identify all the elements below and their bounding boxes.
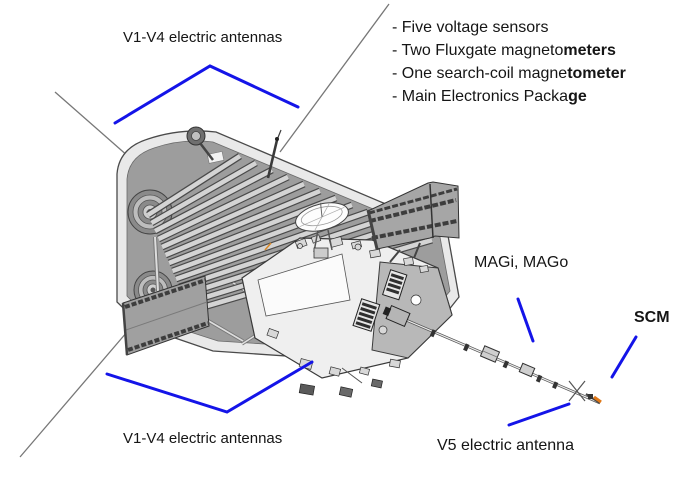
pointer-v5 (507, 402, 571, 427)
v5-antenna-cross (568, 380, 586, 402)
instrument-list-item: - One search-coil magnetometer (392, 65, 626, 82)
scm-sensor-tip (585, 393, 602, 404)
pointer-mag (516, 297, 535, 343)
pointer-v1v4-bottom (105, 360, 314, 414)
high-gain-antenna-dish (295, 202, 349, 259)
label-v1v4-bottom: V1-V4 electric antennas (123, 430, 283, 447)
bus-side-panel (257, 253, 351, 317)
label-scm: SCM (634, 309, 670, 326)
pointer-lines (105, 64, 638, 427)
shield-top-roller (186, 126, 214, 161)
mag-sensor-inboard (479, 345, 501, 363)
pointer-v1v4-top (113, 64, 300, 125)
louver-vent (382, 269, 408, 301)
mag-sensor-outboard (518, 362, 536, 378)
label-v5: V5 electric antenna (437, 437, 574, 454)
pointer-scm (610, 335, 638, 379)
instrument-list-item: - Two Fluxgate magnetometers (392, 42, 616, 59)
instrument-list-item: - Five voltage sensors (392, 19, 549, 36)
antenna-mast (266, 129, 282, 179)
bus-stub-line (341, 367, 363, 384)
whip-antenna-top-right (279, 3, 390, 153)
instrument-list-item: - Main Electronics Package (392, 88, 587, 105)
label-v1v4-top: V1-V4 electric antennas (123, 29, 283, 46)
bus-underside-hardware (298, 378, 383, 398)
instrument-list: - Five voltage sensors - Two Fluxgate ma… (392, 16, 626, 108)
solar-array-left (121, 275, 210, 356)
shield-patch (206, 151, 225, 164)
label-mag: MAGi, MAGo (474, 254, 569, 271)
orange-detail (264, 242, 272, 251)
solar-array-right (366, 181, 460, 263)
magnetometer-boom (382, 304, 602, 405)
whip-antenna-bottom-left (19, 331, 128, 458)
louver-vent (352, 298, 381, 332)
